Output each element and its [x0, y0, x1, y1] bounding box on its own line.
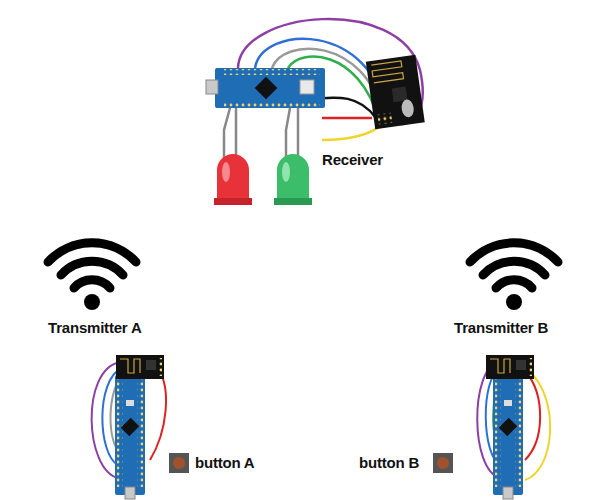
button-a	[169, 453, 189, 473]
button-label: button A	[195, 454, 254, 471]
transmitter-a-nrf24-module	[116, 355, 164, 379]
receiver-nrf24-module	[366, 55, 425, 129]
transmitter-b-nrf24-module	[486, 355, 534, 379]
button-label: button B	[359, 454, 419, 471]
transmitter-b-arduino-nano	[493, 375, 523, 499]
led-red	[214, 108, 252, 205]
wifi-icon	[470, 243, 558, 310]
led-green	[274, 108, 312, 205]
button-b	[433, 453, 453, 473]
transmitter-a-arduino-nano	[115, 375, 145, 499]
wifi-icon	[48, 243, 136, 310]
transmitter-label: Transmitter B	[454, 319, 548, 336]
receiver-arduino-nano	[206, 68, 325, 108]
receiver-label: Receiver	[322, 151, 383, 168]
transmitter-label: Transmitter A	[48, 319, 142, 336]
